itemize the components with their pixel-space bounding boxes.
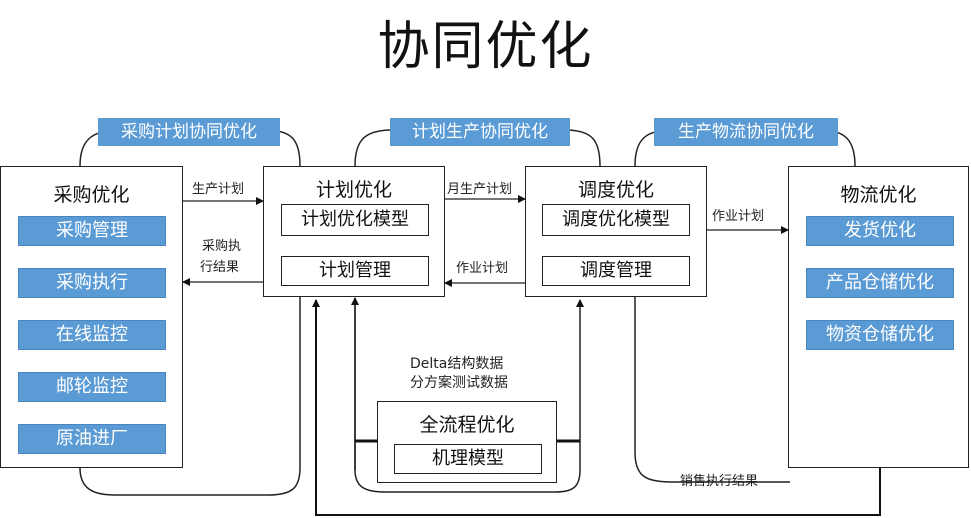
arc-fullprocess <box>354 298 584 493</box>
procurement-item: 采购执行 <box>18 268 166 298</box>
scheduling-title: 调度优化 <box>577 179 654 201</box>
logistics-box: 物流优化 发货优化 产品仓储优化 物资仓储优化 <box>788 166 969 468</box>
edge-label-work-plan: 作业计划 <box>456 261 509 276</box>
procurement-item: 在线监控 <box>18 320 166 350</box>
arc-procurement-planning-bottom <box>79 296 301 496</box>
edge-label-procurement-result: 行结果 <box>200 260 240 275</box>
procurement-title: 采购优化 <box>53 184 130 206</box>
planning-model: 计划优化模型 <box>281 204 429 236</box>
edge-label-work-plan-out: 作业计划 <box>712 209 765 224</box>
arc-scheduling-logistics-bottom <box>634 296 790 483</box>
logistics-title: 物流优化 <box>840 184 917 206</box>
logistics-item: 发货优化 <box>806 216 954 246</box>
page-title: 协同优化 <box>377 17 594 77</box>
edge-label-sales-result: 销售执行结果 <box>680 474 759 489</box>
feedback-loop-sales <box>312 299 881 516</box>
planning-title: 计划优化 <box>315 179 392 201</box>
edge-label-production-plan: 生产计划 <box>192 182 245 197</box>
procurement-item: 原油进厂 <box>18 424 166 454</box>
planning-management: 计划管理 <box>281 256 429 286</box>
logistics-item: 物资仓储优化 <box>806 320 954 350</box>
fullprocess-box: 全流程优化 机理模型 <box>377 401 557 483</box>
label-procurement-planning: 采购计划协同优化 <box>98 118 280 146</box>
label-planning-production: 计划生产协同优化 <box>390 118 570 146</box>
scheduling-model: 调度优化模型 <box>542 204 690 236</box>
procurement-item: 邮轮监控 <box>18 372 166 402</box>
edge-label-delta: 分方案测试数据 <box>410 375 508 391</box>
edge-label-monthly-plan: 月生产计划 <box>447 182 513 197</box>
logistics-item: 产品仓储优化 <box>806 268 954 298</box>
edge-label-delta: Delta结构数据 <box>410 356 504 372</box>
scheduling-management: 调度管理 <box>542 256 690 286</box>
mechanism-model: 机理模型 <box>394 444 542 474</box>
label-production-logistics: 生产物流协同优化 <box>654 118 838 146</box>
procurement-box: 采购优化 采购管理 采购执行 在线监控 邮轮监控 原油进厂 <box>0 166 183 468</box>
fullprocess-title: 全流程优化 <box>419 414 515 436</box>
procurement-item: 采购管理 <box>18 216 166 246</box>
scheduling-box: 调度优化 调度优化模型 调度管理 <box>525 166 707 297</box>
edge-label-procurement-result: 采购执 <box>202 239 242 254</box>
planning-box: 计划优化 计划优化模型 计划管理 <box>263 166 445 297</box>
